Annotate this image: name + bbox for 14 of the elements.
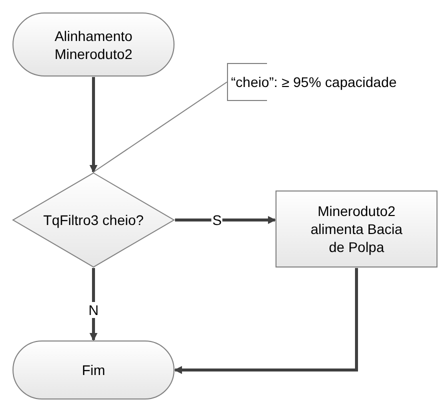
node-label: “cheio”: ≥ 95% capacidade [231, 73, 397, 91]
arrow [90, 77, 98, 173]
node-label: TqFiltro3 cheio? [42, 211, 145, 229]
node-label: Mineroduto2 alimenta Bacia de Polpa [310, 202, 404, 256]
arrow [174, 268, 358, 374]
arrow [175, 216, 276, 224]
node-label: Fim [80, 361, 106, 379]
arrow [90, 268, 98, 341]
leader-line [93, 82, 228, 172]
edge-label: N [87, 302, 100, 318]
process-box [275, 190, 438, 268]
node-label: Alinhamento Mineroduto2 [54, 26, 134, 62]
decision-diamond [12, 172, 175, 268]
edge-label: S [211, 212, 223, 228]
